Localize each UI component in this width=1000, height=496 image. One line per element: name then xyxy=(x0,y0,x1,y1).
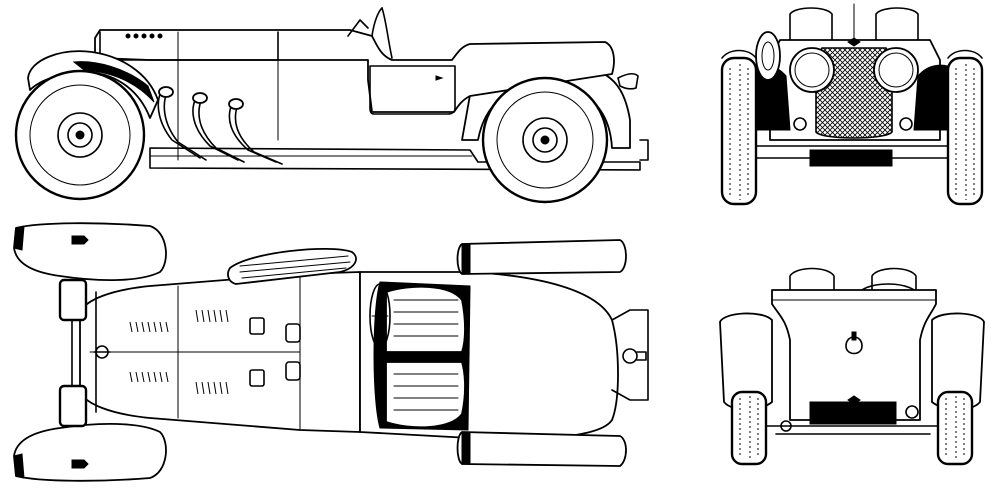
side-running-board xyxy=(149,147,641,171)
rear-left-tyre xyxy=(730,390,768,466)
side-rear-wheel xyxy=(481,76,609,204)
rear-view xyxy=(719,267,985,466)
front-right-tyre xyxy=(946,56,984,206)
top-view xyxy=(13,222,649,482)
top-louvres xyxy=(129,309,229,395)
side-front-wheel xyxy=(14,69,146,201)
side-cockpit xyxy=(347,7,383,37)
rear-right-tyre xyxy=(936,390,974,466)
top-rear-right-fender xyxy=(456,431,627,467)
top-rear-left-fender xyxy=(456,239,627,275)
top-spare-wheel xyxy=(227,247,357,285)
front-right-headlamp xyxy=(873,47,919,93)
side-door xyxy=(369,65,456,115)
side-exhaust-pipes xyxy=(157,86,283,165)
rear-body xyxy=(771,289,937,421)
top-right-seat xyxy=(385,361,466,429)
rear-plate xyxy=(809,401,897,425)
front-view xyxy=(720,3,984,206)
front-left-headlamp xyxy=(789,47,835,93)
side-view xyxy=(14,7,649,204)
side-main-body xyxy=(94,29,615,113)
top-front-left-fender xyxy=(13,222,167,281)
side-hood-louvres xyxy=(125,33,163,39)
front-grille xyxy=(815,47,893,139)
front-plate xyxy=(809,149,893,167)
front-left-tyre xyxy=(720,56,758,206)
top-front-right-fender xyxy=(13,423,167,482)
top-steering-wheel xyxy=(369,283,391,349)
top-left-seat xyxy=(385,285,466,353)
